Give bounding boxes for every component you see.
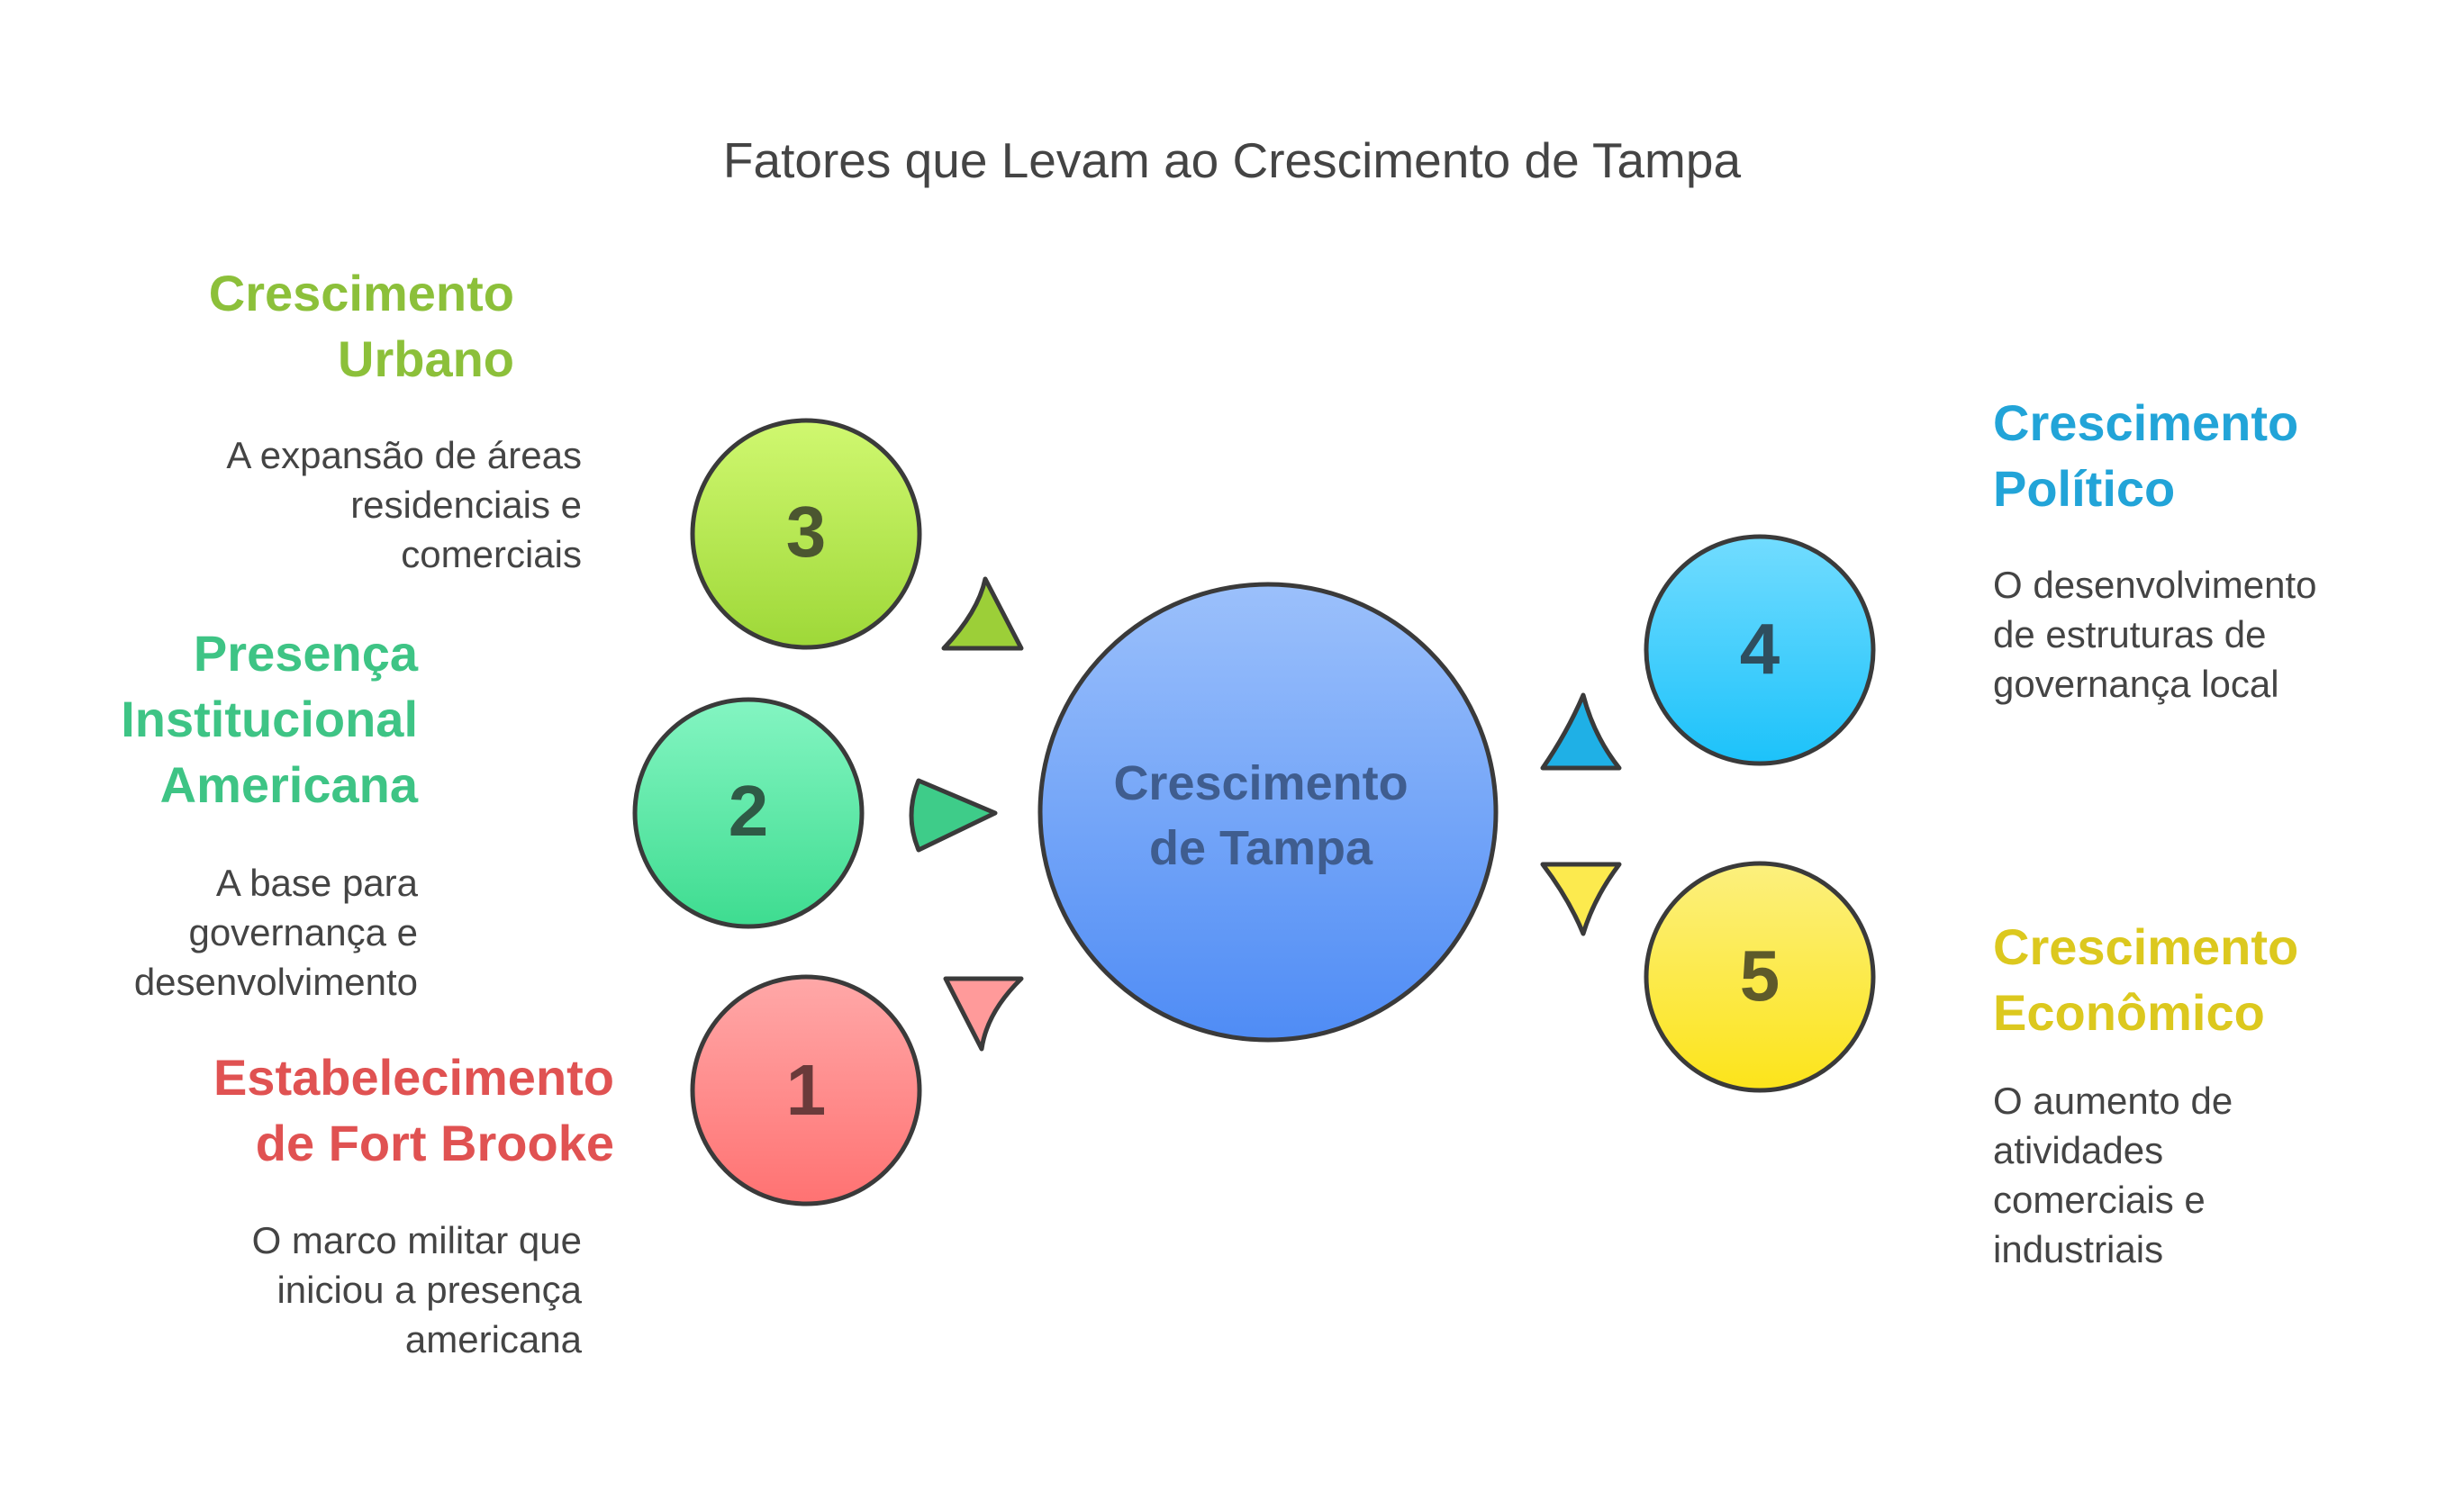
factor-desc-5-line2: atividades [1993,1129,2164,1171]
factor-circle-5 [1644,861,1876,1093]
arrow-3 [941,576,1024,651]
factor-desc-2-line1: A base para [215,862,418,904]
factor-desc-1-line3: americana [404,1318,582,1360]
factor-title-1: Estabelecimento de Fort Brooke [0,1044,614,1176]
factor-number-2: 2 [729,771,769,851]
factor-title-1-line2: de Fort Brooke [255,1115,614,1171]
factor-desc-5-line3: comerciais e [1993,1179,2206,1221]
factor-number-1: 1 [786,1050,827,1130]
factor-number-5: 5 [1740,935,1780,1016]
factor-circle-4 [1644,534,1876,766]
factor-title-1-line1: Estabelecimento [213,1049,614,1106]
factor-title-2-line2: Institucional [121,691,418,747]
factor-title-2: Presença Institucional Americana [0,620,418,818]
factor-desc-4-line2: de estruturas de [1993,613,2267,655]
factor-circle-2 [632,697,865,929]
arrow-5 [1540,862,1622,936]
factor-number-4: 4 [1740,609,1780,689]
factor-desc-3: A expansão de áreas residenciais e comer… [41,430,582,579]
factor-title-4: Crescimento Político [1993,390,2425,521]
factor-title-3: Crescimento Urbano [0,260,514,392]
factor-desc-2-line3: desenvolvimento [133,961,418,1003]
arrow-2 [909,778,998,853]
factor-title-3-line1: Crescimento [208,265,514,321]
factor-title-2-line1: Presença [193,625,418,682]
factor-desc-5: O aumento de atividades comerciais e ind… [1993,1076,2425,1274]
factor-title-5-line1: Crescimento [1993,918,2299,975]
center-label-line1: Crescimento [1113,756,1408,810]
factor-desc-4-line3: governança local [1993,663,2279,705]
arrow-1 [943,976,1024,1052]
factor-circle-1 [690,974,922,1206]
diagram-title: Fatores que Levam ao Crescimento de Tamp… [722,132,1742,188]
factor-title-2-line3: Americana [159,756,418,813]
arrow-4 [1540,692,1622,771]
factor-desc-2-line2: governança e [188,911,418,953]
factor-title-4-line2: Político [1993,460,2176,517]
factor-desc-1-line2: iniciou a presença [276,1269,582,1311]
center-circle [1037,582,1499,1043]
factor-circle-3 [690,418,922,650]
factor-desc-5-line4: industriais [1993,1228,2164,1270]
factor-desc-1-line1: O marco militar que [251,1219,582,1261]
factor-desc-4: O desenvolvimento de estruturas de gover… [1993,560,2425,709]
factor-desc-3-line3: comerciais [401,533,582,575]
factor-number-3: 3 [786,492,827,572]
factor-title-4-line1: Crescimento [1993,394,2299,451]
factor-title-5: Crescimento Econômico [1993,914,2425,1045]
factor-title-3-line2: Urbano [338,330,514,387]
factor-desc-1: O marco militar que iniciou a presença a… [41,1215,582,1364]
factor-desc-3-line1: A expansão de áreas [226,434,582,476]
factor-desc-5-line1: O aumento de [1993,1080,2233,1122]
center-label-line2: de Tampa [1149,821,1373,875]
factor-title-5-line2: Econômico [1993,984,2265,1041]
factor-desc-4-line1: O desenvolvimento [1993,564,2317,606]
factor-desc-2: A base para governança e desenvolvimento [0,858,418,1007]
factor-desc-3-line2: residenciais e [350,483,582,526]
